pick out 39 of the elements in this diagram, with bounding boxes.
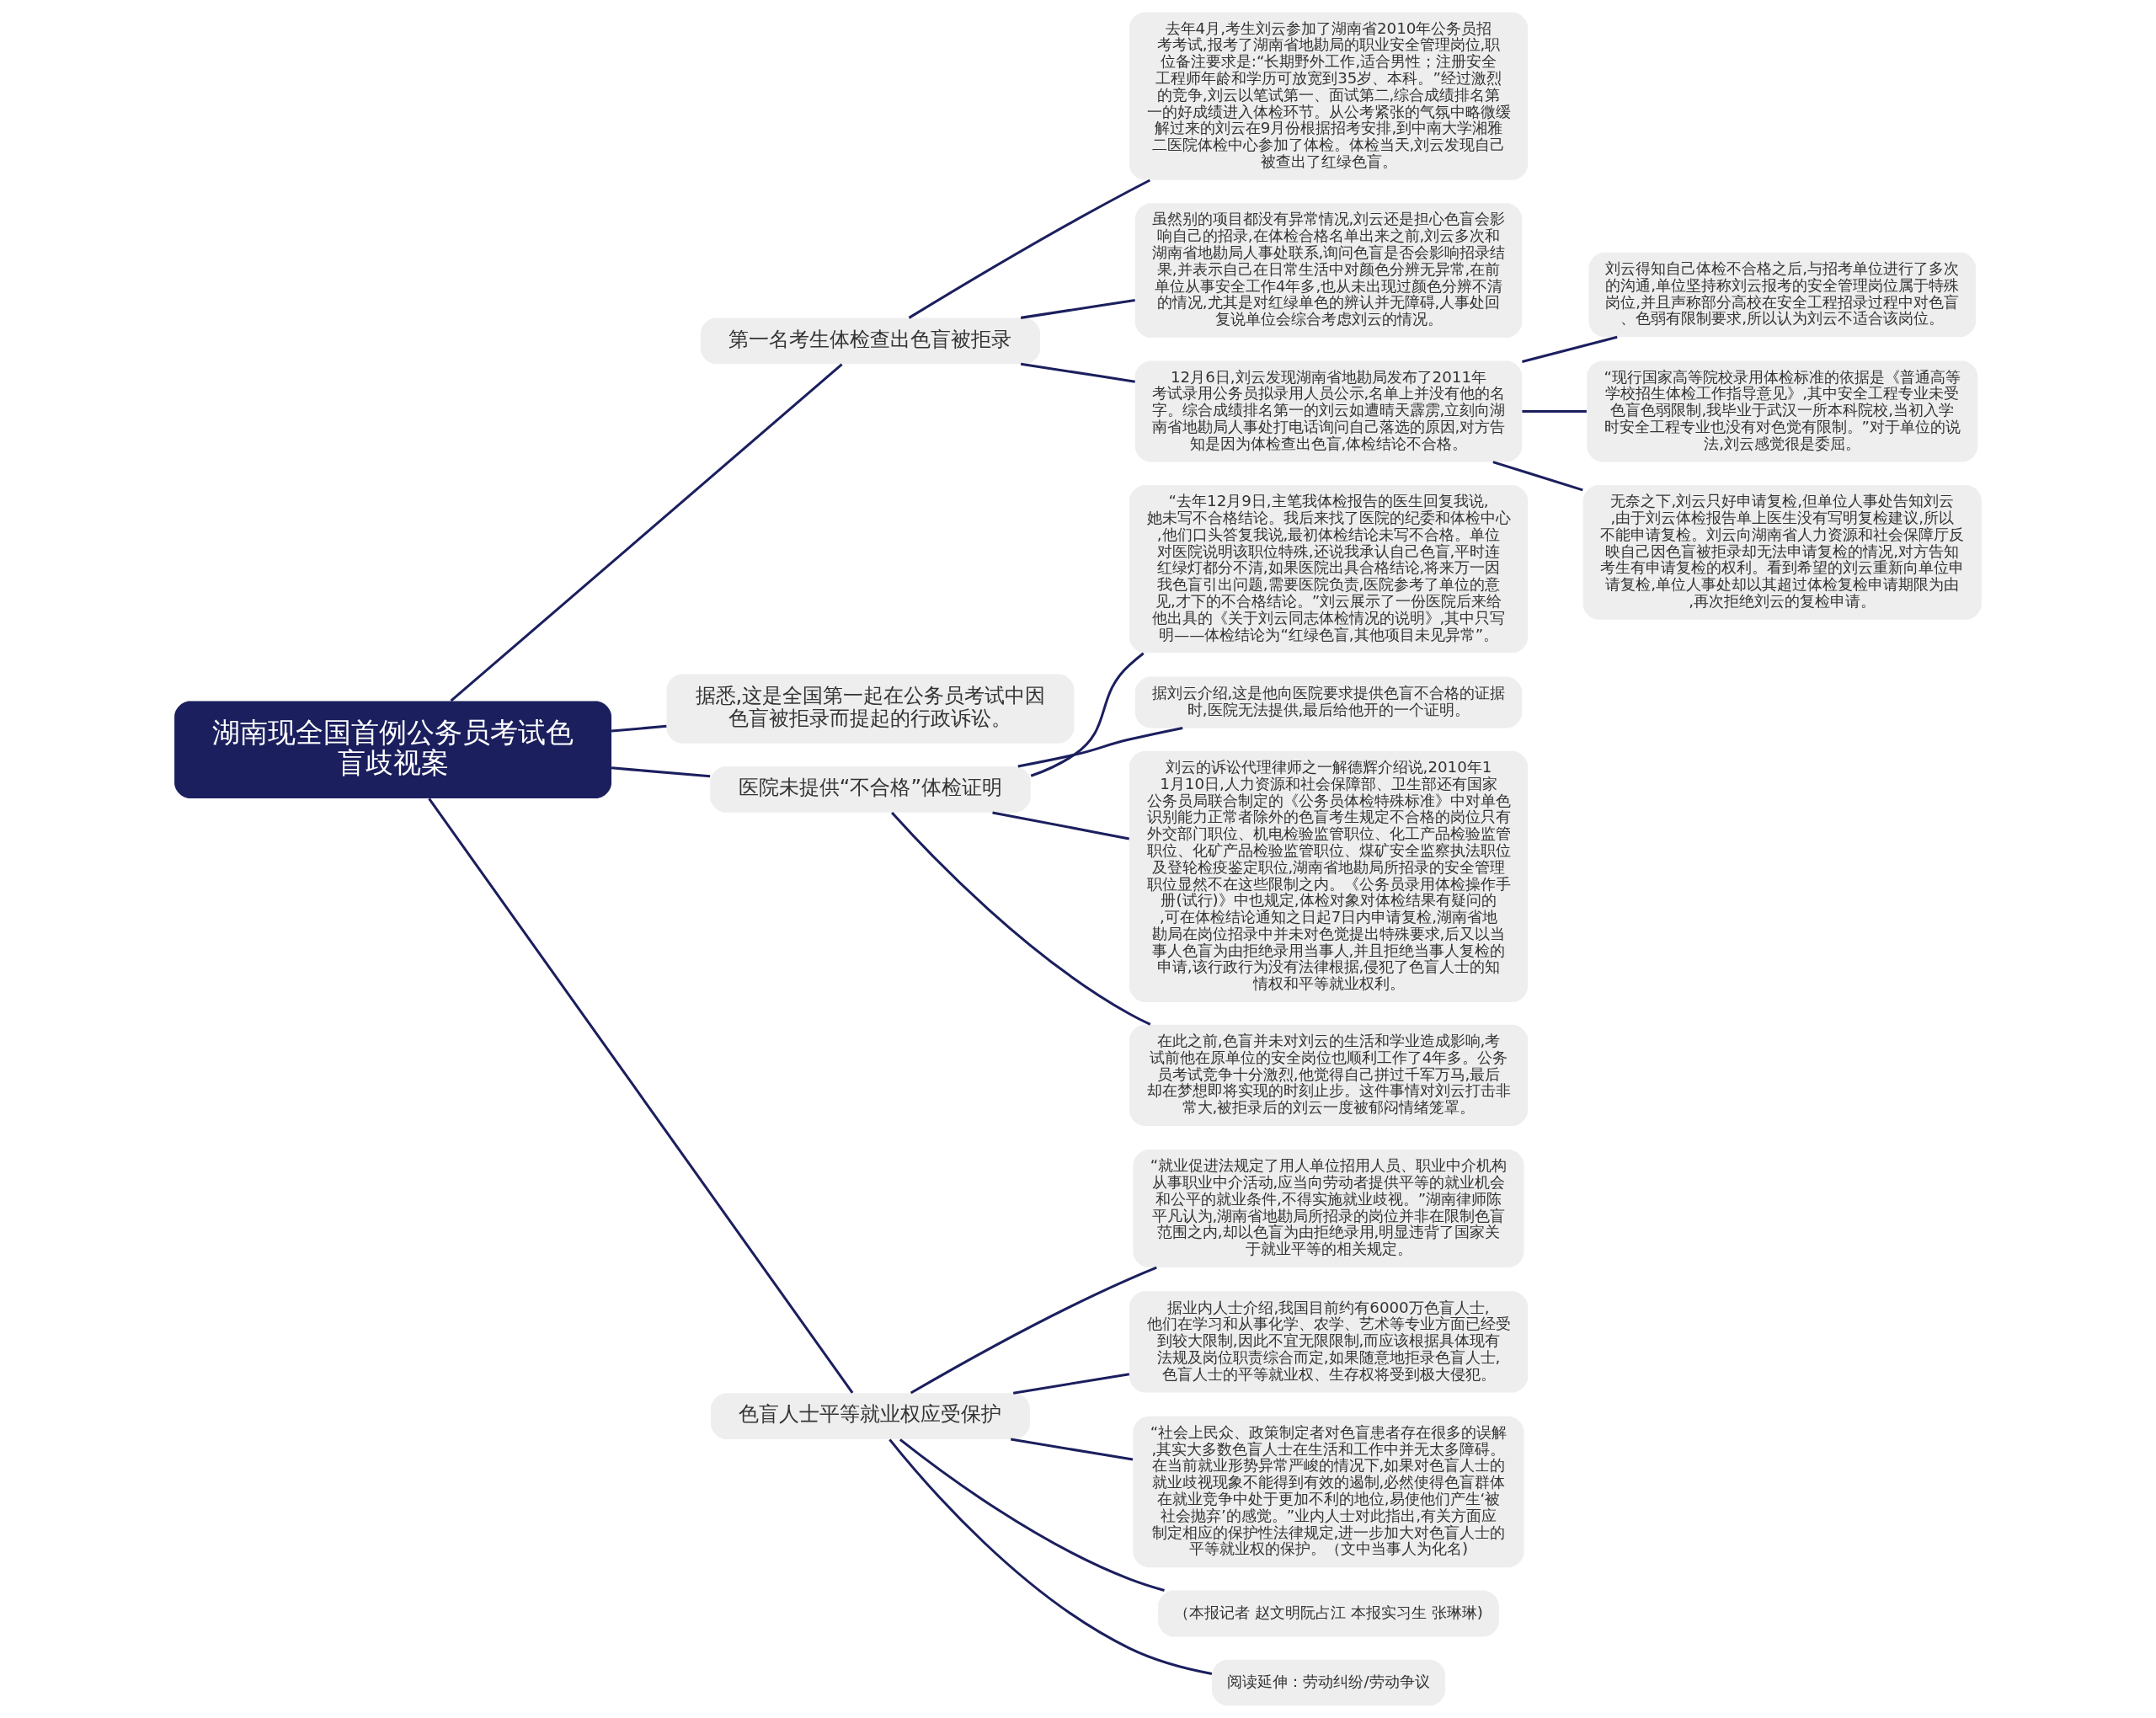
connector xyxy=(899,1438,1165,1592)
connector xyxy=(1011,1438,1134,1461)
node-box: 在此之前,色盲并未对刘云的生活和学业造成影响,考试前他在原单位的安全岗位也顺利工作了4年多。公务员考试竞争十分激烈,他觉得自己拼过千军万马,最后却在梦想即将实现的时刻止步。这件事情对刘云打击非常大,被拒录后的刘云一度被郁闷情绪笼罩。 xyxy=(1129,1024,1529,1126)
node-box: “社会上民众、政策制定者对色盲患者存在很多的误解,其实大多数色盲人士在生活和工作中并无太多障碍。在当前就业形势异常严峻的情况下,如果对色盲人士的就业歧视现象不能得到有效的遏制,必然使得色盲群体在就业竞争中处于更加不利的地位,易使他们产生‘被社会抛弃’的感觉。”业内人士对此指出,有关方面应制定相应的保护性法律规定,进一步加大对色盲人士的平等就业权的保护。（文中当事人为化名) xyxy=(1133,1416,1524,1568)
node-box: “就业促进法规定了用人单位招用人员、职业中介机构从事职业中介活动,应当向劳动者提供平等的就业机会和公平的就业条件,不得实施就业歧视。”湖南律师陈平凡认为,湖南省地勘局所招录的岗位并非在限制色盲范围之内,却以色盲为由拒绝录用,明显违背了国家关于就业平等的相关规定。 xyxy=(1133,1150,1524,1268)
connector xyxy=(1020,298,1135,319)
node-box: 无奈之下,刘云只好申请复检,但单位人事处告知刘云,由于刘云体检报告单上医生没有写明复检建议,所以不能申请复检。刘云向湖南省人力资源和社会保障厅反映自己因色盲被拒录却无法申请复检的情况,对方告知考生有申请复检的权利。看到希望的刘云重新向单位申请复检,单位人事处却以其超过体检复检申请期限为由,再次拒绝刘云的复检申请。 xyxy=(1582,485,1982,620)
node-box: 12月6日,刘云发现湖南省地勘局发布了2011年考试录用公务员拟录用人员公示,名单上并没有他的名字。综合成绩排名第一的刘云如遭晴天霹雳,立刻向湖南省地勘局人事处打电话询问自己落选的原因,对方告知是因为体检查出色盲,体检结论不合格。 xyxy=(1134,360,1523,462)
node-box: “现行国家高等院校录用体检标准的依据是《普通高等学校招生体检工作指导意见》,其中安全工程专业未受色盲色弱限制,我毕业于武汉一所本科院校,当初入学时安全工程专业也没有对色觉有限制。”对于单位的说法,刘云感觉很是委屈。 xyxy=(1587,360,1978,462)
connector xyxy=(910,1266,1157,1395)
connector xyxy=(428,798,854,1394)
connector xyxy=(1017,726,1183,768)
node-box: 刘云的诉讼代理律师之一解德辉介绍说,2010年11月10日,人力资源和社会保障部、卫生部还有国家公务员局联合制定的《公务员体检特殊标准》中对单色识别能力正常者除外的色盲考生规定不合格的岗位只有外交部门职位、机电检验监管职位、化工产品检验监管职位、化矿产品检验监管职位、煤矿安全监察执法职位及登轮检疫鉴定职位,湖南省地勘局所招录的安全管理职位显然不在这些限制之内。《公务员录用体检操作手册(试行)》中也规定,体检对象对体检结果有疑问的,可在体检结论通知之日起7日内申请复检,湖南省地勘局在岗位招录中并未对色觉提出特殊要求,后又以当事人色盲为由拒绝录用当事人,并且拒绝当事人复检的申请,该行政行为没有法律根据,侵犯了色盲人士的知情权和平等就业权利。 xyxy=(1129,750,1529,1003)
connector xyxy=(450,363,843,702)
node-box: 第一名考生体检查出色盲被拒录 xyxy=(700,317,1041,365)
node-box: （本报记者 赵文明阮占江 本报实习生 张琳琳) xyxy=(1158,1590,1499,1637)
node-box: 湖南现全国首例公务员考试色盲歧视案 xyxy=(174,701,612,799)
connector xyxy=(1020,362,1135,383)
connector xyxy=(992,811,1129,840)
node-box: 刘云得知自己体检不合格之后,与招考单位进行了多次的沟通,单位坚持称刘云报考的安全管理岗位属于特殊岗位,并且声称部分高校在安全工程招录过程中对色盲、色弱有限制要求,所以认为刘云不适合该岗位。 xyxy=(1588,252,1977,338)
connector xyxy=(611,724,667,733)
node-box: 去年4月,考生刘云参加了湖南省2010年公务员招考考试,报考了湖南省地勘局的职业安全管理岗位,职位备注要求是:“长期野外工作,适合男性；注册安全工程师年龄和学历可放宽到35岁、本科。”经过激烈的竞争,刘云以笔试第一、面试第二,综合成绩排名第一的好成绩进入体检环节。从公考紧张的气氛中略微缓解过来的刘云在9月份根据招考安排,到中南大学湘雅二医院体检中心参加了体检。体检当天,刘云发现自己被查出了红绿色盲。 xyxy=(1129,12,1529,180)
node-box: 虽然别的项目都没有异常情况,刘云还是担心色盲会影响自己的招录,在体检合格名单出来之前,刘云多次和湖南省地勘局人事处联系,询问色盲是否会影响招录结果,并表示自己在日常生活中对颜色分辨无异常,在前单位从事安全工作4年多,也从未出现过颜色分辨不清的情况,尤其是对红绿单色的辨认并无障碍,人事处回复说单位会综合考虑刘云的情况。 xyxy=(1134,203,1523,338)
connector xyxy=(908,179,1151,319)
connector xyxy=(1522,409,1587,413)
connector xyxy=(891,812,1151,1026)
connector xyxy=(889,1438,1213,1675)
connector xyxy=(1522,335,1618,363)
node-box: 医院未提供“不合格”体检证明 xyxy=(710,766,1031,813)
node-box: “去年12月9日,主笔我体检报告的医生回复我说,她未写不合格结论。我后来找了医院的纪委和体检中心,他们口头答复我说,最初体检结论未写不合格。单位对医院说明该职位特殊,还说我承认自己色盲,平时连红绿灯都分不清,如果医院出具合格结论,将来万一因我色盲引出问题,需要医院负责,医院参考了单位的意见,才下的不合格结论。”刘云展示了一份医院后来给他出具的《关于刘云同志体检情况的说明》,其中只写明——体检结论为“红绿色盲,其他项目未见异常”。 xyxy=(1129,485,1529,654)
node-box: 色盲人士平等就业权应受保护 xyxy=(711,1393,1030,1439)
connector xyxy=(611,766,711,778)
node-box: 据刘云介绍,这是他向医院要求提供色盲不合格的证据时,医院无法提供,最后给他开的一个证明。 xyxy=(1134,676,1523,728)
connector xyxy=(1012,1373,1130,1395)
node-box: 据悉,这是全国第一起在公务员考试中因色盲被拒录而提起的行政诉讼。 xyxy=(666,674,1075,744)
node-box: 据业内人士介绍,我国目前约有6000万色盲人士,他们在学习和从事化学、农学、艺术等专业方面已经受到较大限制,因此不宜无限限制,而应该根据具体现有法规及岗位职责综合而定,如果随意地拒录色盲人士,色盲人士的平等就业权、生存权将受到极大侵犯。 xyxy=(1129,1291,1529,1393)
node-box: 阅读延伸：劳动纠纷/劳动争议 xyxy=(1212,1659,1445,1706)
connector xyxy=(1030,652,1145,777)
connector xyxy=(1492,461,1583,492)
